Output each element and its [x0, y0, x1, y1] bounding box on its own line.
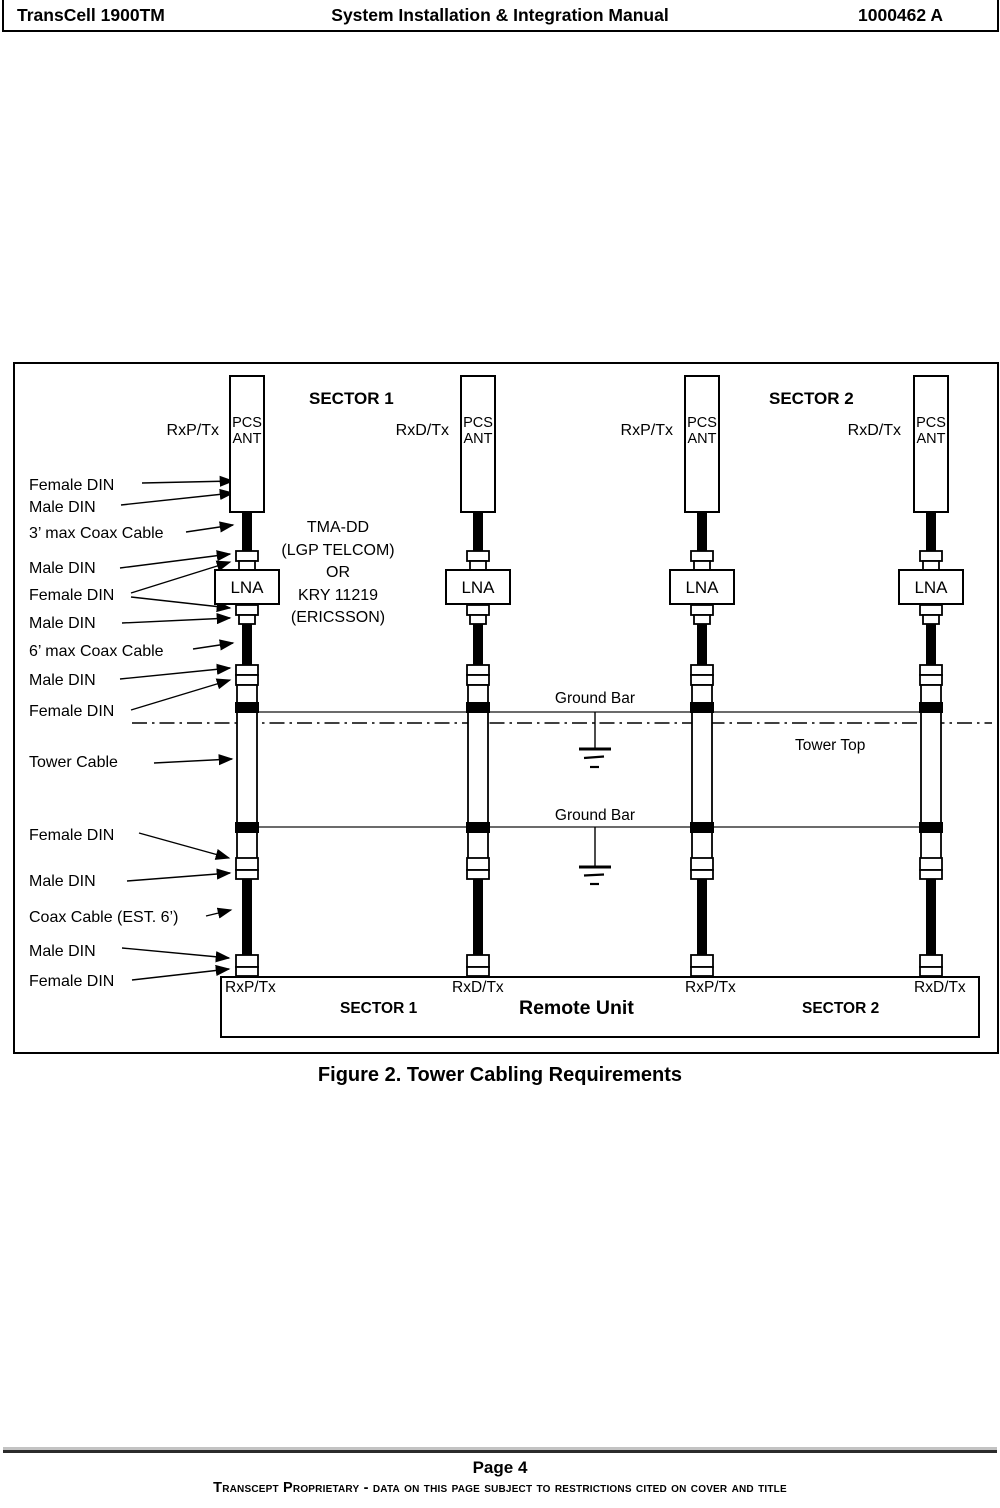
antenna-label: ANT — [463, 431, 493, 447]
ground-symbol-1 — [579, 712, 611, 769]
callout-male-din-4: Male DIN — [29, 672, 96, 689]
port-label-rxdtx-2: RxD/Tx — [914, 979, 966, 996]
callout-female-din-2: Female DIN — [29, 587, 115, 604]
callout-male-din-1: Male DIN — [29, 499, 96, 516]
manual-title: System Installation & Integration Manual — [331, 5, 669, 25]
feed-label-rxdtx-1: RxD/Tx — [395, 422, 449, 439]
port-label-rxptx-2: RxP/Tx — [685, 979, 736, 996]
tma-note-line: TMA-DD — [306, 519, 370, 536]
ground-symbol-2 — [579, 827, 611, 886]
callout-arrows — [119, 475, 235, 981]
callout-3ft-coax: 3’ max Coax Cable — [29, 525, 164, 542]
footer-divider — [3, 1447, 997, 1453]
callout-coax-est-6ft: Coax Cable (EST. 6’) — [29, 909, 179, 926]
ground-bar-label-2: Ground Bar — [554, 807, 636, 824]
proprietary-notice: Transcept Proprietary - data on this pag… — [213, 1480, 787, 1496]
callout-female-din-3: Female DIN — [29, 703, 115, 720]
tma-note-line: (LGP TELCOM) — [281, 541, 395, 559]
product-name: TransCell 1900TM — [17, 5, 165, 25]
antenna-box-4: PCS ANT — [913, 375, 949, 513]
callout-female-din-5: Female DIN — [29, 973, 115, 990]
figure-caption: Figure 2. Tower Cabling Requirements — [317, 1064, 683, 1086]
antenna-label: ANT — [687, 431, 717, 447]
callout-male-din-5: Male DIN — [29, 873, 96, 890]
ground-bar-label-1: Ground Bar — [554, 690, 636, 707]
tower-cabling-figure: SECTOR 1 SECTOR 2 RxP/Tx RxD/Tx RxP/Tx R… — [13, 362, 999, 1054]
antenna-label: PCS — [687, 415, 717, 431]
callout-male-din-3: Male DIN — [29, 615, 96, 632]
cabling-diagram-svg — [119, 474, 992, 981]
port-label-rxptx-1: RxP/Tx — [225, 979, 276, 996]
remote-unit-sector-1: SECTOR 1 — [340, 1000, 418, 1017]
callout-female-din-1: Female DIN — [29, 477, 115, 494]
page-number: Page 4 — [472, 1458, 528, 1477]
feed-label-rxdtx-2: RxD/Tx — [847, 422, 901, 439]
lna-box-1: LNA — [214, 569, 280, 605]
tma-note-line: OR — [326, 564, 350, 581]
feed-label-rxptx-1: RxP/Tx — [166, 422, 219, 439]
tma-note: TMA-DD (LGP TELCOM) OR KRY 11219 (ERICSS… — [235, 517, 441, 630]
tma-note-line: (ERICSSON) — [290, 609, 386, 626]
sector-1-heading: SECTOR 1 — [309, 389, 394, 408]
callout-6ft-coax: 6’ max Coax Cable — [29, 643, 164, 660]
callout-male-din-2: Male DIN — [29, 560, 96, 577]
feed-label-rxptx-2: RxP/Tx — [620, 422, 673, 439]
tower-top-label: Tower Top — [795, 737, 866, 754]
header-bar — [2, 0, 999, 32]
callout-tower-cable: Tower Cable — [29, 754, 118, 771]
antenna-label: PCS — [463, 415, 493, 431]
antenna-label: ANT — [916, 431, 946, 447]
tma-note-line: KRY 11219 — [297, 586, 379, 604]
doc-number: 1000462 A — [858, 5, 943, 25]
port-label-rxdtx-1: RxD/Tx — [452, 979, 504, 996]
sector-2-heading: SECTOR 2 — [769, 389, 854, 408]
lna-box-4: LNA — [898, 569, 964, 605]
antenna-box-3: PCS ANT — [684, 375, 720, 513]
antenna-label: PCS — [916, 415, 946, 431]
antenna-box-1: PCS ANT — [229, 375, 265, 513]
antenna-label: ANT — [232, 431, 262, 447]
antenna-label: PCS — [232, 415, 262, 431]
remote-unit-title: Remote Unit — [519, 997, 634, 1019]
remote-unit-box — [220, 976, 980, 1038]
lna-box-3: LNA — [669, 569, 735, 605]
callout-female-din-4: Female DIN — [29, 827, 115, 844]
callout-male-din-6: Male DIN — [29, 943, 96, 960]
antenna-box-2: PCS ANT — [460, 375, 496, 513]
lna-box-2: LNA — [445, 569, 511, 605]
remote-unit-sector-2: SECTOR 2 — [802, 1000, 880, 1017]
